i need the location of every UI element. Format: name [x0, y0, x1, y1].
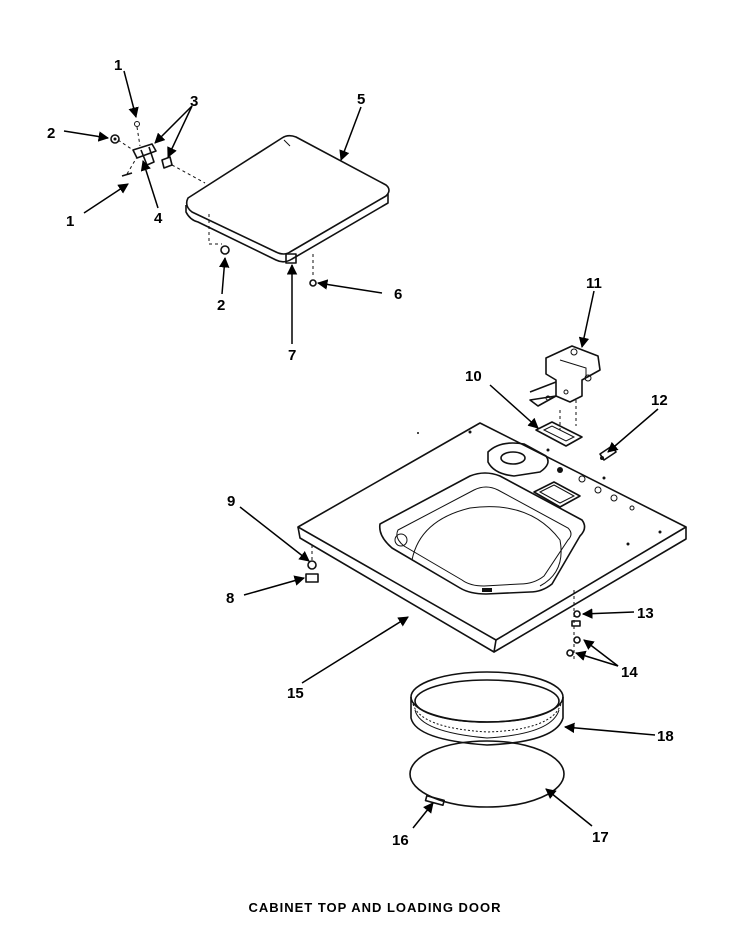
fasteners-left: [305, 545, 319, 583]
callout-12: 12: [651, 392, 668, 409]
callout-15: 15: [287, 685, 304, 702]
gasket: [535, 421, 583, 447]
callout-3: 3: [190, 93, 198, 110]
callout-10: 10: [465, 368, 482, 385]
cover: [409, 740, 565, 808]
diagram-caption: CABINET TOP AND LOADING DOOR: [248, 900, 502, 915]
callout-labels: 1 2 3 1 4 5 2 6 7 9 8 10 11 12 13 14 15 …: [47, 57, 674, 849]
callout-1-top: 1: [114, 57, 122, 74]
callout-7: 7: [288, 347, 296, 364]
callout-8: 8: [226, 590, 234, 607]
callout-13: 13: [637, 605, 654, 622]
callout-17: 17: [592, 829, 609, 846]
ring: [410, 671, 564, 746]
pin: [424, 794, 446, 807]
callout-4: 4: [154, 210, 163, 227]
callout-2-bottom: 2: [217, 297, 225, 314]
cabinet-top: [297, 422, 687, 653]
callout-9: 9: [227, 493, 235, 510]
loading-door: [185, 134, 390, 264]
callout-14: 14: [621, 664, 638, 681]
leader-lines: [63, 70, 659, 829]
fasteners-right: [566, 590, 581, 660]
callout-6: 6: [394, 286, 402, 303]
callout-5: 5: [357, 91, 365, 108]
callout-11: 11: [586, 275, 602, 292]
bracket: [529, 345, 601, 430]
callout-2-left: 2: [47, 125, 55, 142]
callout-16: 16: [392, 832, 409, 849]
callout-18: 18: [657, 728, 674, 745]
callout-1-bottom: 1: [66, 213, 74, 230]
